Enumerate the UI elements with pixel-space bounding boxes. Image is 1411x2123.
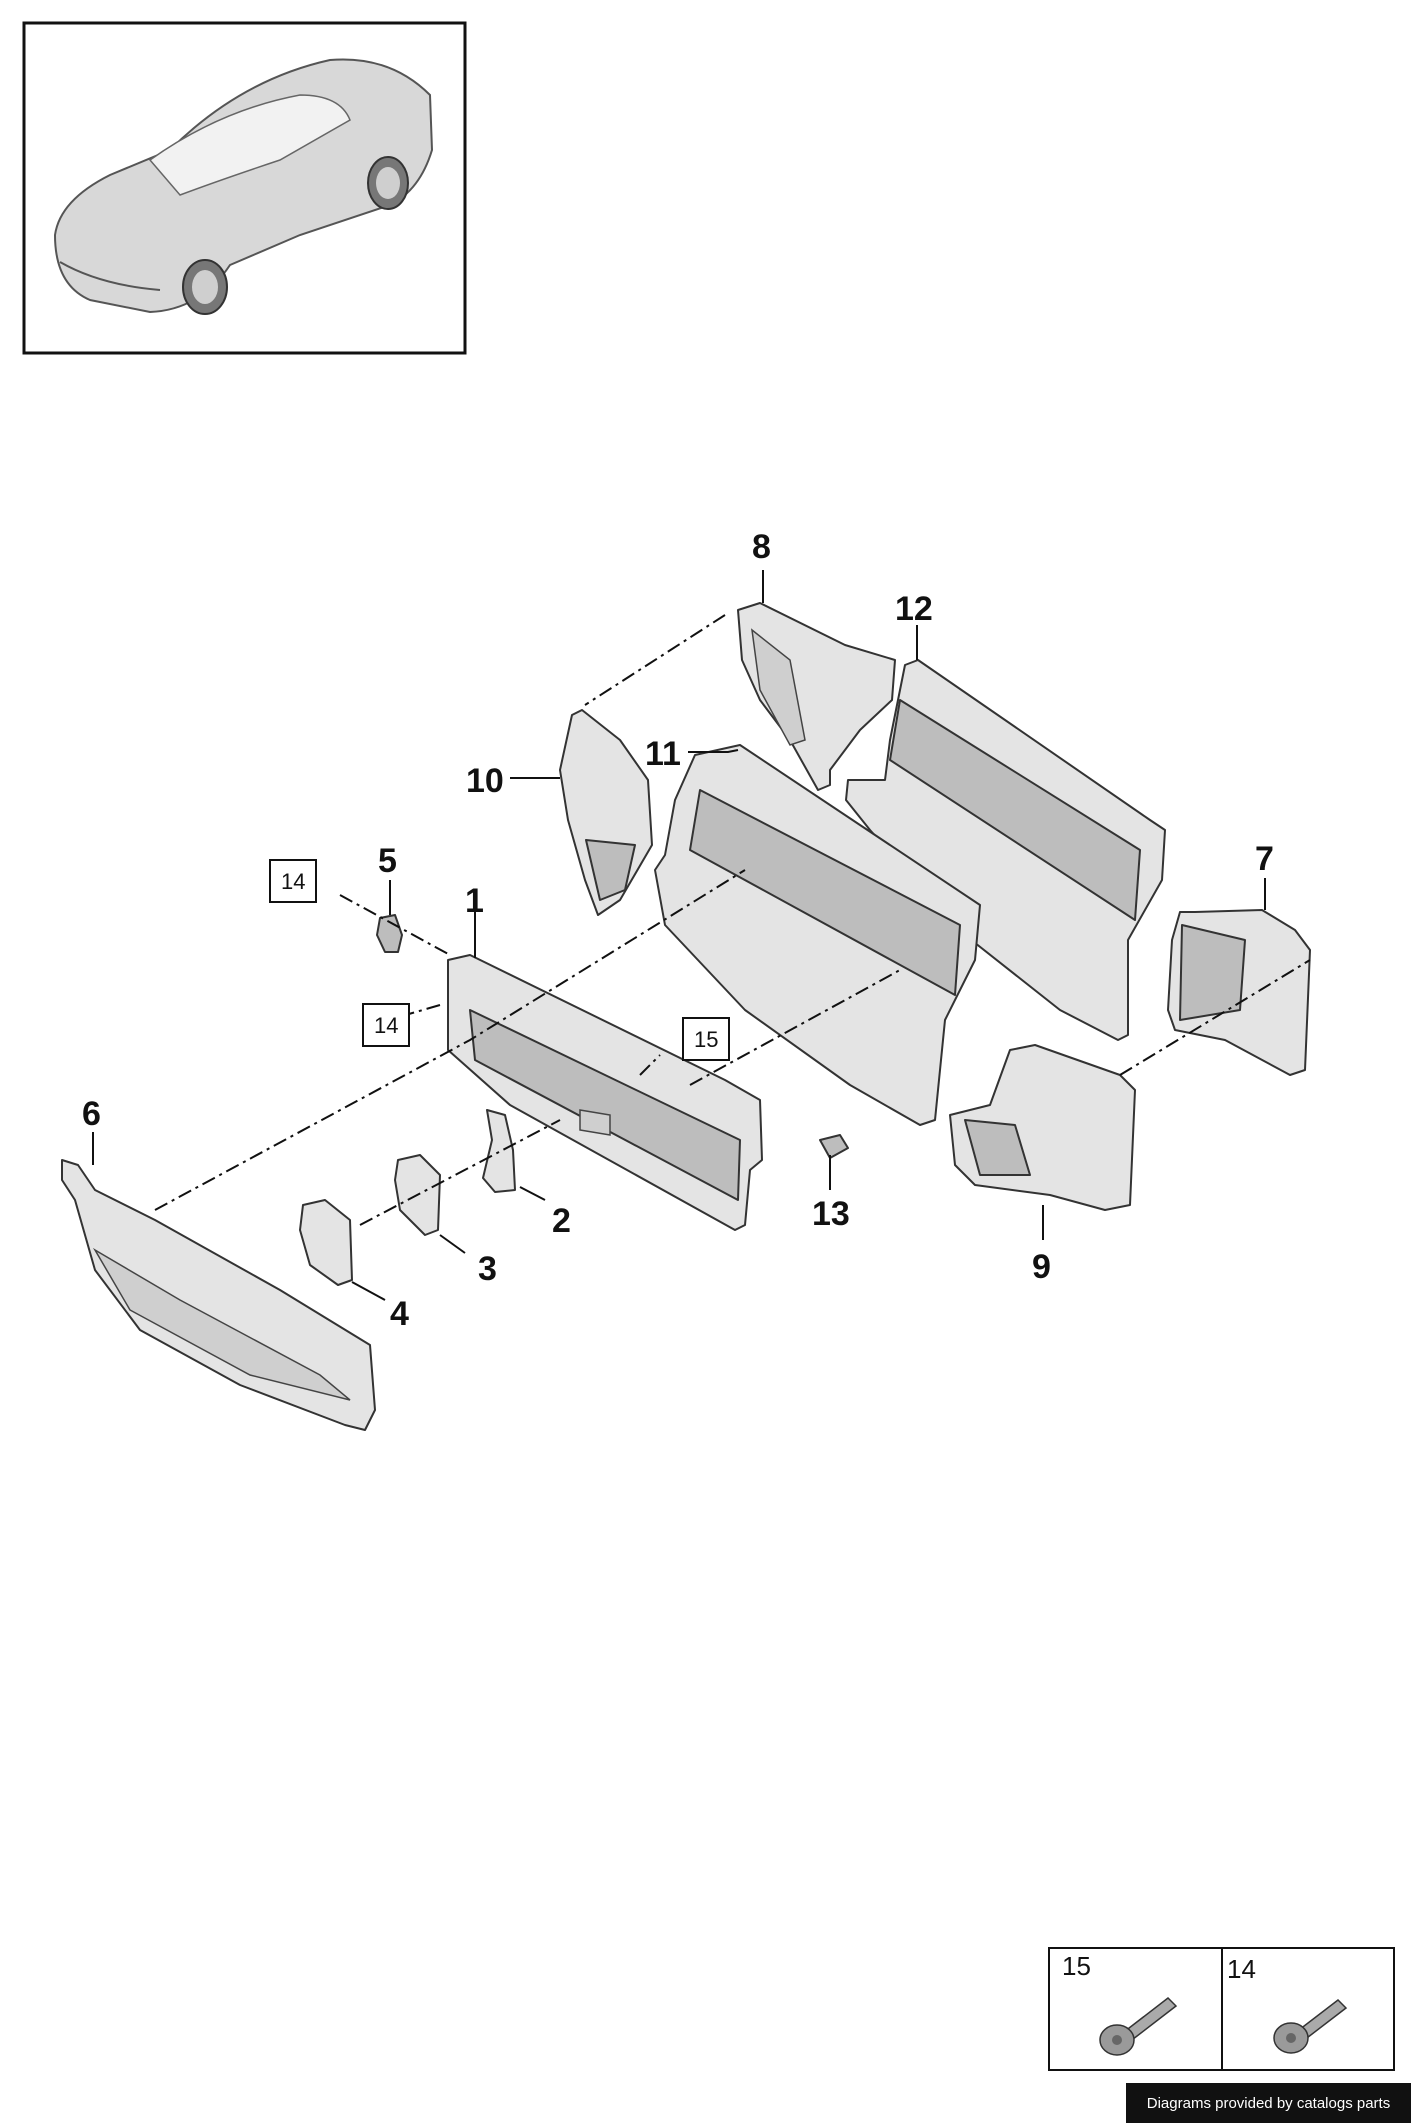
assembly-line-8 xyxy=(639,1054,661,1076)
boxed-ref-14-upper: 14 xyxy=(269,859,317,903)
assembly-line-3 xyxy=(689,969,901,1086)
callout-8: 8 xyxy=(752,528,771,566)
callout-4: 4 xyxy=(390,1295,409,1333)
callout-5: 5 xyxy=(378,842,397,880)
callout-1: 1 xyxy=(465,882,484,920)
callout-2: 2 xyxy=(552,1202,571,1240)
part-5-bracket xyxy=(376,914,403,953)
callout-13: 13 xyxy=(812,1195,850,1233)
vehicle-thumbnail xyxy=(22,21,467,355)
part-13-sensor xyxy=(819,1134,849,1159)
assembly-line-5 xyxy=(359,1119,561,1226)
screw-icon xyxy=(1273,1999,1348,2054)
fastener-legend: 15 14 xyxy=(1048,1947,1395,2071)
part-2-bracket xyxy=(482,1109,516,1193)
callout-10: 10 xyxy=(466,762,504,800)
legend-label-15: 15 xyxy=(1062,1951,1091,1981)
legend-label-14: 14 xyxy=(1227,1954,1256,1984)
svg-text:14: 14 xyxy=(374,1013,398,1038)
part-4-bracket xyxy=(299,1199,353,1286)
boxed-ref-15: 15 xyxy=(682,1017,730,1061)
callout-7: 7 xyxy=(1255,840,1274,878)
callout-11: 11 xyxy=(645,735,681,773)
callout-9: 9 xyxy=(1032,1248,1051,1286)
callout-3: 3 xyxy=(478,1250,497,1288)
svg-text:14: 14 xyxy=(281,869,305,894)
credit-bar: Diagrams provided by catalogs parts xyxy=(1126,2083,1411,2123)
boxed-ref-14-lower: 14 xyxy=(362,1003,410,1047)
svg-text:15: 15 xyxy=(694,1027,718,1052)
callout-6: 6 xyxy=(82,1095,101,1133)
assembly-line-4 xyxy=(1119,959,1311,1076)
callout-12: 12 xyxy=(895,590,933,628)
assembly-line-7 xyxy=(339,894,451,956)
assembly-line-1 xyxy=(584,614,726,706)
screw-icon xyxy=(1099,1997,1178,2056)
assembly-line-2 xyxy=(154,869,746,1211)
